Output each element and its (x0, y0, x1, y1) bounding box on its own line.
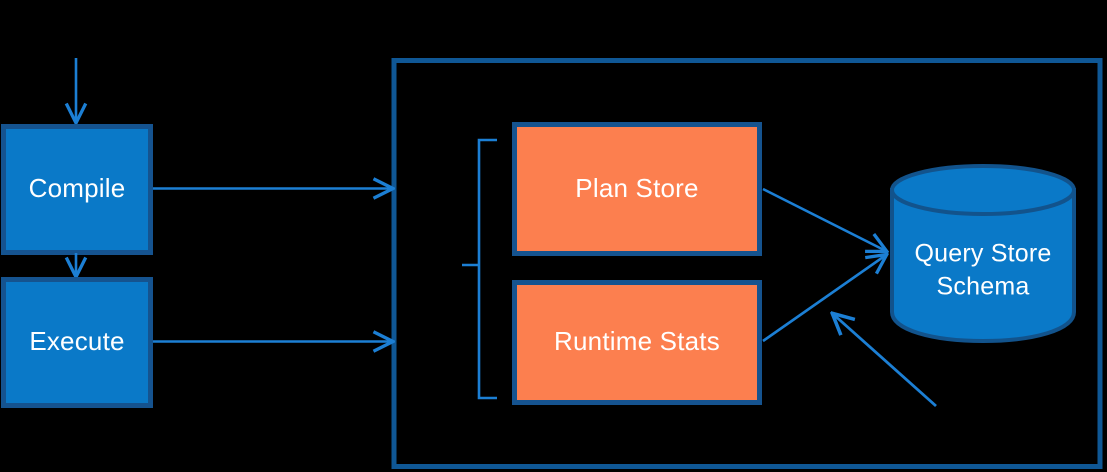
cylinder-top (890, 164, 1076, 216)
connector-runtime-stats-to-schema (762, 255, 886, 343)
store-bracket-outline (477, 138, 497, 400)
node-compile[interactable]: Compile (1, 124, 153, 255)
store-bracket (462, 138, 497, 400)
plan-store-box[interactable] (512, 122, 762, 256)
connector-plan-store-to-schema (762, 187, 886, 251)
runtime-stats-label: Runtime Stats (554, 326, 720, 356)
cylinder-body[interactable] (890, 188, 1076, 344)
compile-label: Compile (29, 173, 126, 203)
query-store-boundary (391, 58, 1103, 469)
node-plan-store[interactable]: Plan Store (512, 122, 762, 256)
node-runtime-stats[interactable]: Runtime Stats (512, 280, 762, 405)
node-query-store-schema[interactable]: Query Store Schema (890, 164, 1076, 344)
query-store-schema-label-line2: Schema (937, 273, 1030, 301)
execute-box[interactable] (1, 277, 153, 408)
query-store-schema-label-line1: Query Store (915, 240, 1052, 268)
connector-external-to-schema (833, 314, 937, 408)
node-execute[interactable]: Execute (1, 277, 153, 408)
execute-label: Execute (29, 326, 124, 356)
runtime-stats-box[interactable] (512, 280, 762, 405)
plan-store-label: Plan Store (575, 173, 698, 203)
compile-box[interactable] (1, 124, 153, 255)
